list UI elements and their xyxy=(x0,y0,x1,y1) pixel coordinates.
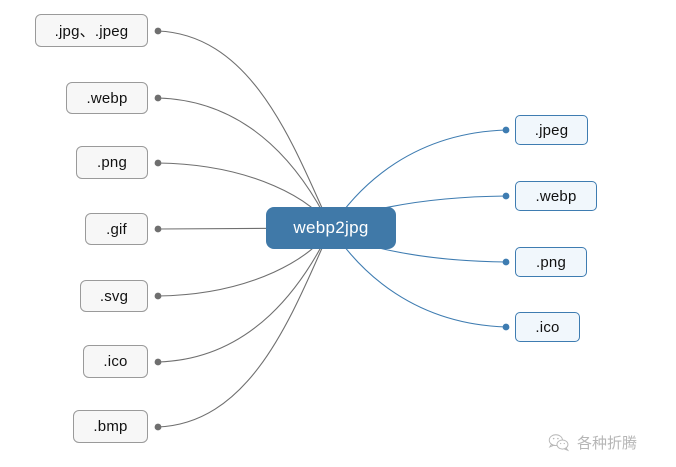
edge-input-6 xyxy=(157,227,332,428)
input-node-label: .bmp xyxy=(93,418,128,435)
output-node-webp[interactable]: .webp xyxy=(515,181,597,211)
connector-dot-input-1 xyxy=(154,94,162,102)
input-node-label: .jpg、.jpeg xyxy=(54,23,129,40)
output-node-label: .ico xyxy=(535,318,560,336)
output-node-label: .webp xyxy=(535,187,577,205)
output-node-ico[interactable]: .ico xyxy=(515,312,580,342)
output-node-png[interactable]: .png xyxy=(515,247,587,277)
connector-dot-output-3 xyxy=(502,323,510,331)
edge-input-0 xyxy=(157,30,332,229)
watermark-text: 各种折腾 xyxy=(577,434,638,452)
input-node-label: .png xyxy=(97,154,127,171)
output-node-label: .jpeg xyxy=(534,121,569,139)
center-node-label: webp2jpg xyxy=(293,218,369,237)
connector-dot-input-6 xyxy=(154,423,162,431)
input-node-ico[interactable]: .ico xyxy=(83,345,148,378)
input-node-png[interactable]: .png xyxy=(76,146,148,179)
connector-dot-input-0 xyxy=(154,27,162,35)
connector-dot-input-2 xyxy=(154,159,162,167)
wechat-icon xyxy=(548,434,570,452)
output-node-jpeg[interactable]: .jpeg xyxy=(515,115,588,145)
input-node-gif[interactable]: .gif xyxy=(85,213,148,245)
output-node-label: .png xyxy=(536,253,566,271)
input-node-label: .ico xyxy=(103,353,128,370)
input-node-bmp[interactable]: .bmp xyxy=(73,410,148,443)
edge-input-1 xyxy=(157,97,332,229)
watermark: 各种折腾 xyxy=(548,432,637,453)
input-node-jpg-jpeg[interactable]: .jpg、.jpeg xyxy=(35,14,148,47)
edge-input-5 xyxy=(157,227,332,363)
connector-dot-output-1 xyxy=(502,192,510,200)
connector-dot-input-5 xyxy=(154,358,162,366)
connector-dot-input-4 xyxy=(154,292,162,300)
center-node-webp2jpg[interactable]: webp2jpg xyxy=(266,207,396,249)
input-node-svg[interactable]: .svg xyxy=(80,280,148,312)
connector-dot-input-3 xyxy=(154,225,162,233)
input-node-label: .svg xyxy=(99,287,129,305)
connector-dot-output-2 xyxy=(502,258,510,266)
input-node-label: .gif xyxy=(106,220,127,238)
input-node-label: .webp xyxy=(86,89,128,107)
input-node-webp[interactable]: .webp xyxy=(66,82,148,114)
connector-dot-output-0 xyxy=(502,126,510,134)
